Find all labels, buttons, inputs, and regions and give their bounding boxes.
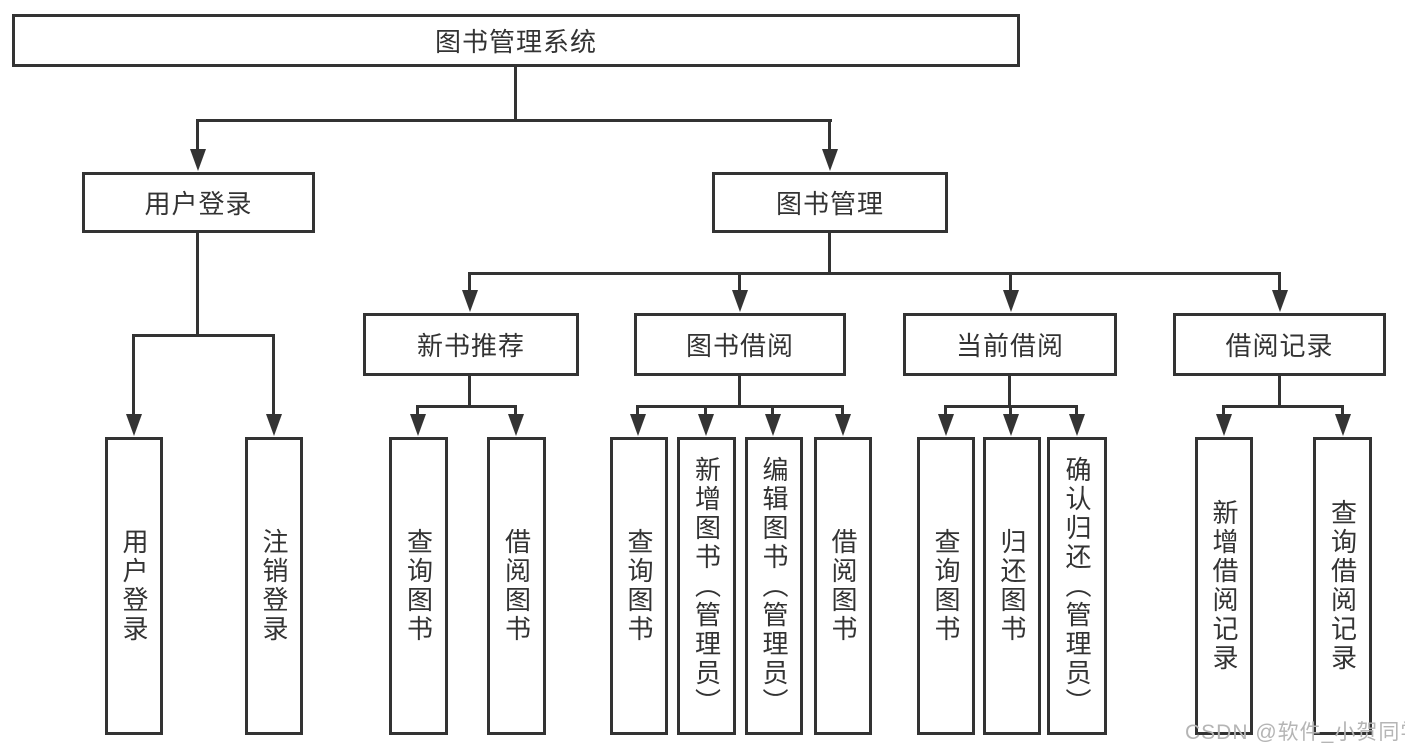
connector-line [468,376,471,408]
node-user-login-label: 用户登录 [144,189,253,219]
arrow-down-icon [1216,414,1232,436]
node-book-borrowing-label: 图书借阅 [685,331,794,361]
leaf-current-confirm-return-admin-label: 确认归还（管理员） [1062,455,1092,717]
connector-line [1008,376,1011,408]
node-borrowing-records: 借阅记录 [1173,313,1386,376]
connector-line [738,376,741,408]
connector-line [197,119,832,122]
leaf-user-login: 用户登录 [105,437,163,735]
connector-line [738,272,741,292]
connector-line [771,405,774,416]
arrow-down-icon [1272,290,1288,312]
connector-line [1075,405,1078,416]
node-book-management-label: 图书管理 [775,189,884,219]
node-borrowing-records-label: 借阅记录 [1225,331,1334,361]
connector-line [469,272,1281,275]
connector-line [841,405,844,416]
connector-line [828,233,831,275]
leaf-recommend-borrow-book-label: 借阅图书 [501,528,532,644]
node-book-management: 图书管理 [712,172,948,233]
leaf-borrow-edit-book-admin-label: 编辑图书（管理员） [759,455,789,717]
leaf-recommend-query-book-label: 查询图书 [403,528,434,644]
connector-line [468,272,471,292]
node-new-book-recommend-label: 新书推荐 [416,331,525,361]
arrow-down-icon [1069,414,1085,436]
connector-line [637,405,844,408]
arrow-down-icon [765,414,781,436]
leaf-borrow-borrow-book: 借阅图书 [814,437,872,735]
connector-line [944,405,947,416]
leaf-borrow-add-book-admin-label: 新增图书（管理员） [691,455,722,717]
node-current-borrowing: 当前借阅 [903,313,1117,376]
arrow-down-icon [126,414,142,436]
leaf-borrow-edit-book-admin: 编辑图书（管理员） [745,437,803,735]
arrow-down-icon [1335,414,1351,436]
leaf-borrow-query-book-label: 查询图书 [624,528,654,644]
arrow-down-icon [938,414,954,436]
connector-line [1278,376,1281,408]
leaf-logout-label: 注销登录 [259,528,289,644]
leaf-current-return-book: 归还图书 [983,437,1041,735]
node-current-borrowing-label: 当前借阅 [955,331,1064,361]
connector-line [133,334,275,337]
leaf-borrow-add-book-admin: 新增图书（管理员） [677,437,736,735]
connector-line [514,405,517,416]
connector-line [417,405,517,408]
node-root-label: 图书管理系统 [434,27,597,57]
leaf-current-query-book: 查询图书 [917,437,975,735]
connector-line [828,119,831,151]
connector-line [1278,272,1281,292]
leaf-recommend-query-book: 查询图书 [389,437,448,735]
node-root: 图书管理系统 [12,14,1020,67]
arrow-down-icon [732,290,748,312]
leaf-borrow-borrow-book-label: 借阅图书 [828,528,858,644]
node-user-login: 用户登录 [82,172,315,233]
leaf-recommend-borrow-book: 借阅图书 [487,437,546,735]
leaf-records-query-record-label: 查询借阅记录 [1327,499,1358,673]
connector-line [196,119,199,151]
arrow-down-icon [630,414,646,436]
connector-line [1341,405,1344,416]
arrow-down-icon [462,290,478,312]
connector-line [132,334,135,416]
connector-line [636,405,639,416]
leaf-user-login-label: 用户登录 [119,528,149,644]
connector-line [196,233,199,337]
arrow-down-icon [835,414,851,436]
node-new-book-recommend: 新书推荐 [363,313,579,376]
leaf-borrow-query-book: 查询图书 [610,437,668,735]
connector-line [272,334,275,416]
leaf-current-confirm-return-admin: 确认归还（管理员） [1047,437,1107,735]
arrow-down-icon [1003,290,1019,312]
connector-line [704,405,707,416]
arrow-down-icon [1003,414,1019,436]
connector-line [1009,272,1012,292]
leaf-logout: 注销登录 [245,437,303,735]
leaf-records-query-record: 查询借阅记录 [1313,437,1372,735]
arrow-down-icon [410,414,426,436]
node-book-borrowing: 图书借阅 [634,313,846,376]
arrow-down-icon [190,149,206,171]
arrow-down-icon [698,414,714,436]
connector-line [514,67,517,121]
connector-line [416,405,419,416]
arrow-down-icon [266,414,282,436]
arrow-down-icon [822,149,838,171]
connector-line [1009,405,1012,416]
leaf-current-query-book-label: 查询图书 [931,528,961,644]
leaf-current-return-book-label: 归还图书 [997,528,1027,644]
leaf-records-add-record: 新增借阅记录 [1195,437,1253,735]
connector-line [1222,405,1225,416]
arrow-down-icon [508,414,524,436]
watermark: CSDN @软件_小贺同学 [1185,721,1405,744]
connector-line [1223,405,1344,408]
leaf-records-add-record-label: 新增借阅记录 [1209,499,1239,673]
